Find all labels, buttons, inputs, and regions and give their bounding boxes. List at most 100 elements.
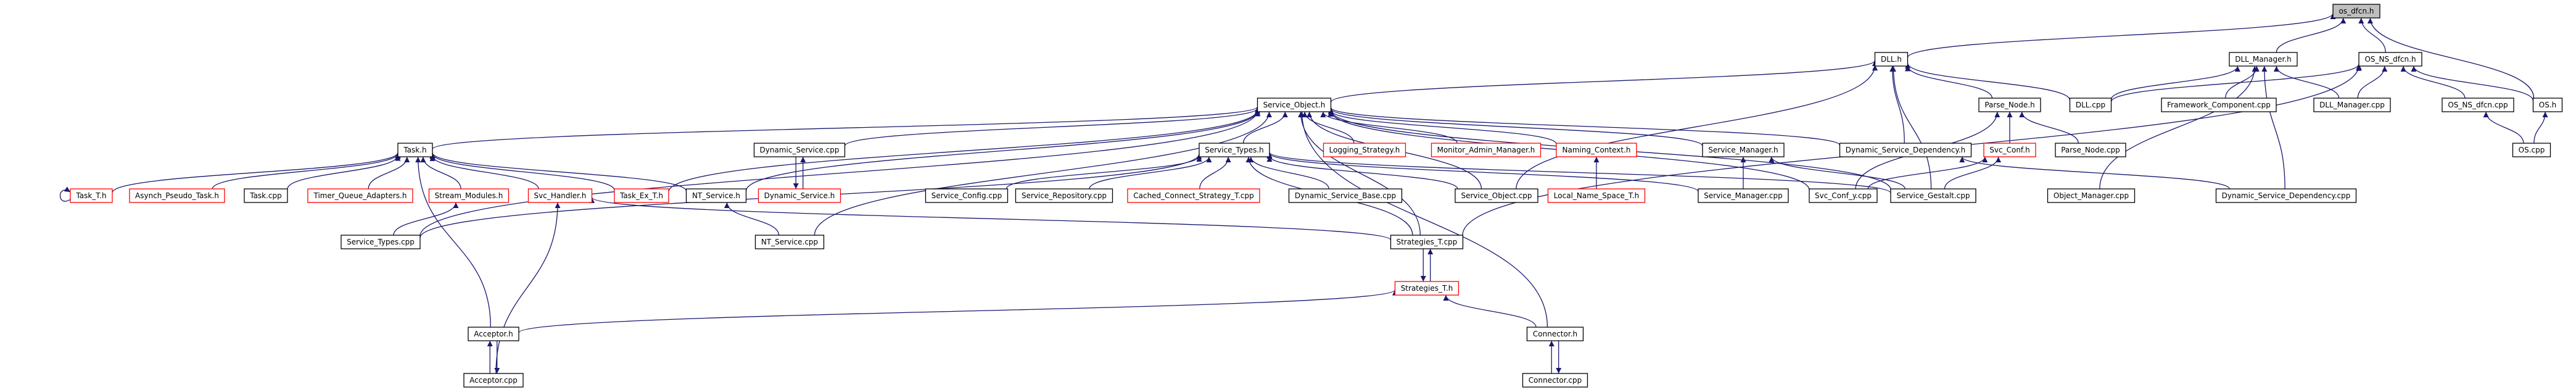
node-dynamic-service-dependency-cpp[interactable]: Dynamic_Service_Dependency.cpp xyxy=(2215,188,2357,203)
node-parse-node-cpp[interactable]: Parse_Node.cpp xyxy=(2055,143,2126,157)
edge-acceptor_h-to-strategies_t_h xyxy=(518,289,1398,333)
node-stream-modules-h[interactable]: Stream_Modules.h xyxy=(428,188,510,203)
node-box xyxy=(2069,98,2112,112)
node-connector-h[interactable]: Connector.h xyxy=(1526,327,1584,341)
node-service-object-h[interactable]: Service_Object.h xyxy=(1257,98,1332,112)
node-service-object-cpp[interactable]: Service_Object.cpp xyxy=(1455,188,1538,203)
edge-task_t_h-to-task_t_h xyxy=(59,186,71,202)
node-box xyxy=(468,327,519,341)
node-acceptor-h[interactable]: Acceptor.h xyxy=(468,327,519,341)
node-os-cpp[interactable]: OS.cpp xyxy=(2512,143,2551,157)
edge-dynamic_service_dependency_h-to-dll_h xyxy=(1889,65,1905,144)
node-service-manager-cpp[interactable]: Service_Manager.cpp xyxy=(1698,188,1789,203)
node-label: DLL.h xyxy=(1881,55,1902,64)
node-box xyxy=(1698,188,1789,203)
node-box xyxy=(1547,188,1646,203)
node-naming-context-h[interactable]: Naming_Context.h xyxy=(1556,143,1637,157)
edge-dll_manager_cpp-to-dll_manager_h xyxy=(2273,65,2340,99)
node-box xyxy=(527,188,593,203)
node-box xyxy=(70,188,113,203)
node-service-types-cpp[interactable]: Service_Types.cpp xyxy=(341,235,421,249)
node-dll-manager-cpp[interactable]: DLL_Manager.cpp xyxy=(2313,98,2391,112)
node-svc-conf-h[interactable]: Svc_Conf.h xyxy=(1983,143,2036,157)
node-label: Parse_Node.cpp xyxy=(2061,146,2120,154)
node-service-repository-cpp[interactable]: Service_Repository.cpp xyxy=(1015,188,1113,203)
node-dynamic-service-base-cpp[interactable]: Dynamic_Service_Base.cpp xyxy=(1288,188,1403,203)
node-label: OS.h xyxy=(2539,101,2556,109)
node-acceptor-cpp[interactable]: Acceptor.cpp xyxy=(463,373,524,388)
node-service-manager-h[interactable]: Service_Manager.h xyxy=(1702,143,1785,157)
node-service-config-cpp[interactable]: Service_Config.cpp xyxy=(925,188,1009,203)
node-nt-service-cpp[interactable]: NT_Service.cpp xyxy=(754,235,825,249)
node-box xyxy=(307,188,413,203)
edge-dynamic_service_dependency_h-to-service_object_h xyxy=(1328,107,1841,146)
edge-naming_context_h-to-service_object_h xyxy=(1328,110,1557,144)
edge-acceptor_h-to-task_h xyxy=(415,156,491,328)
node-os-ns-dfcn-cpp[interactable]: OS_NS_dfcn.cpp xyxy=(2442,98,2514,112)
edge-asynch_pseudo_task_h-to-task_h xyxy=(212,153,401,190)
node-strategies-t-cpp[interactable]: Strategies_T.cpp xyxy=(1390,235,1464,249)
node-svc-conf-y-cpp[interactable]: Svc_Conf_y.cpp xyxy=(1809,188,1878,203)
edge-svc_conf_y_cpp-to-svc_conf_h xyxy=(1867,156,1988,190)
node-task-t-h[interactable]: Task_T.h xyxy=(70,188,113,203)
edge-task_ex_t_h-to-task_h xyxy=(429,153,615,191)
node-box xyxy=(1257,98,1332,112)
node-os-dfcn-h[interactable]: os_dfcn.h xyxy=(2332,4,2380,19)
node-box xyxy=(1809,188,1878,203)
edge-dynamic_service_dependency_cpp-to-dynamic_service_dependency_h xyxy=(1959,156,2230,190)
node-label: Dynamic_Service_Dependency.cpp xyxy=(2222,191,2351,200)
node-service-types-h[interactable]: Service_Types.h xyxy=(1199,143,1270,157)
node-strategies-t-h[interactable]: Strategies_T.h xyxy=(1394,281,1459,296)
node-label: os_dfcn.h xyxy=(2339,7,2374,15)
node-label: Strategies_T.cpp xyxy=(1397,238,1458,246)
node-service-gestalt-cpp[interactable]: Service_Gestalt.cpp xyxy=(1890,188,1976,203)
node-dynamic-service-h[interactable]: Dynamic_Service.h xyxy=(758,188,841,203)
node-os-h[interactable]: OS.h xyxy=(2532,98,2563,112)
edge-service_manager_h-to-service_object_h xyxy=(1328,108,1703,146)
node-box xyxy=(1526,327,1584,341)
node-task-ex-t-h[interactable]: Task_Ex_T.h xyxy=(614,188,669,203)
node-box xyxy=(1702,143,1785,157)
node-connector-cpp[interactable]: Connector.cpp xyxy=(1522,373,1588,388)
node-dynamic-service-cpp[interactable]: Dynamic_Service.cpp xyxy=(753,143,846,157)
node-dll-cpp[interactable]: DLL.cpp xyxy=(2069,98,2112,112)
edge-nt_service_cpp-to-nt_service_h xyxy=(724,202,780,236)
node-label: Service_Manager.cpp xyxy=(1704,191,1783,200)
node-framework-component-cpp[interactable]: Framework_Component.cpp xyxy=(2161,98,2277,112)
edge-parse_node_h-to-dll_h xyxy=(1904,65,1993,99)
node-parse-node-h[interactable]: Parse_Node.h xyxy=(1978,98,2041,112)
node-dll-h[interactable]: DLL.h xyxy=(1874,52,1909,67)
node-monitor-admin-manager-h[interactable]: Monitor_Admin_Manager.h xyxy=(1430,143,1542,157)
edge-logging_strategy_h-to-service_object_h xyxy=(1302,111,1355,144)
node-os-ns-dfcn-h[interactable]: OS_NS_dfcn.h xyxy=(2358,52,2422,67)
node-box xyxy=(753,143,846,157)
node-box xyxy=(1390,235,1464,249)
node-label: Service_Object.h xyxy=(1263,101,1326,109)
node-label: DLL_Manager.h xyxy=(2235,55,2292,64)
node-asynch-pseudo-task-h[interactable]: Asynch_Pseudo_Task.h xyxy=(129,188,225,203)
node-object-manager-cpp[interactable]: Object_Manager.cpp xyxy=(2047,188,2136,203)
node-dynamic-service-dependency-h[interactable]: Dynamic_Service_Dependency.h xyxy=(1839,143,1972,157)
edge-service_repository_cpp-to-service_types_h xyxy=(1089,156,1212,190)
node-svc-handler-h[interactable]: Svc_Handler.h xyxy=(527,188,593,203)
node-box xyxy=(1323,143,1406,157)
node-dll-manager-h[interactable]: DLL_Manager.h xyxy=(2229,52,2298,67)
edge-nt_service_cpp-to-service_object_h xyxy=(814,111,1272,236)
edge-strategies_t_cpp-to-svc_handler_h xyxy=(589,197,1392,241)
edge-stream_modules_h-to-task_h xyxy=(420,156,461,190)
edge-dll_cpp-to-dll_h xyxy=(1905,62,2071,101)
node-logging-strategy-h[interactable]: Logging_Strategy.h xyxy=(1323,143,1406,157)
node-box xyxy=(428,188,510,203)
edge-service_object_h-to-dll_h xyxy=(1330,60,1878,102)
node-label: Dynamic_Service_Dependency.h xyxy=(1846,146,1966,154)
node-box xyxy=(925,188,1009,203)
node-box xyxy=(2055,143,2126,157)
node-local-name-space-t-h[interactable]: Local_Name_Space_T.h xyxy=(1547,188,1646,203)
node-nt-service-h[interactable]: NT_Service.h xyxy=(685,188,747,203)
node-task-cpp[interactable]: Task.cpp xyxy=(244,188,288,203)
node-task-h[interactable]: Task.h xyxy=(397,143,433,157)
node-cached-connect-strategy-t-cpp[interactable]: Cached_Connect_Strategy_T.cpp xyxy=(1127,188,1260,203)
node-box xyxy=(1556,143,1637,157)
node-timer-queue-adapters-h[interactable]: Timer_Queue_Adapters.h xyxy=(307,188,413,203)
